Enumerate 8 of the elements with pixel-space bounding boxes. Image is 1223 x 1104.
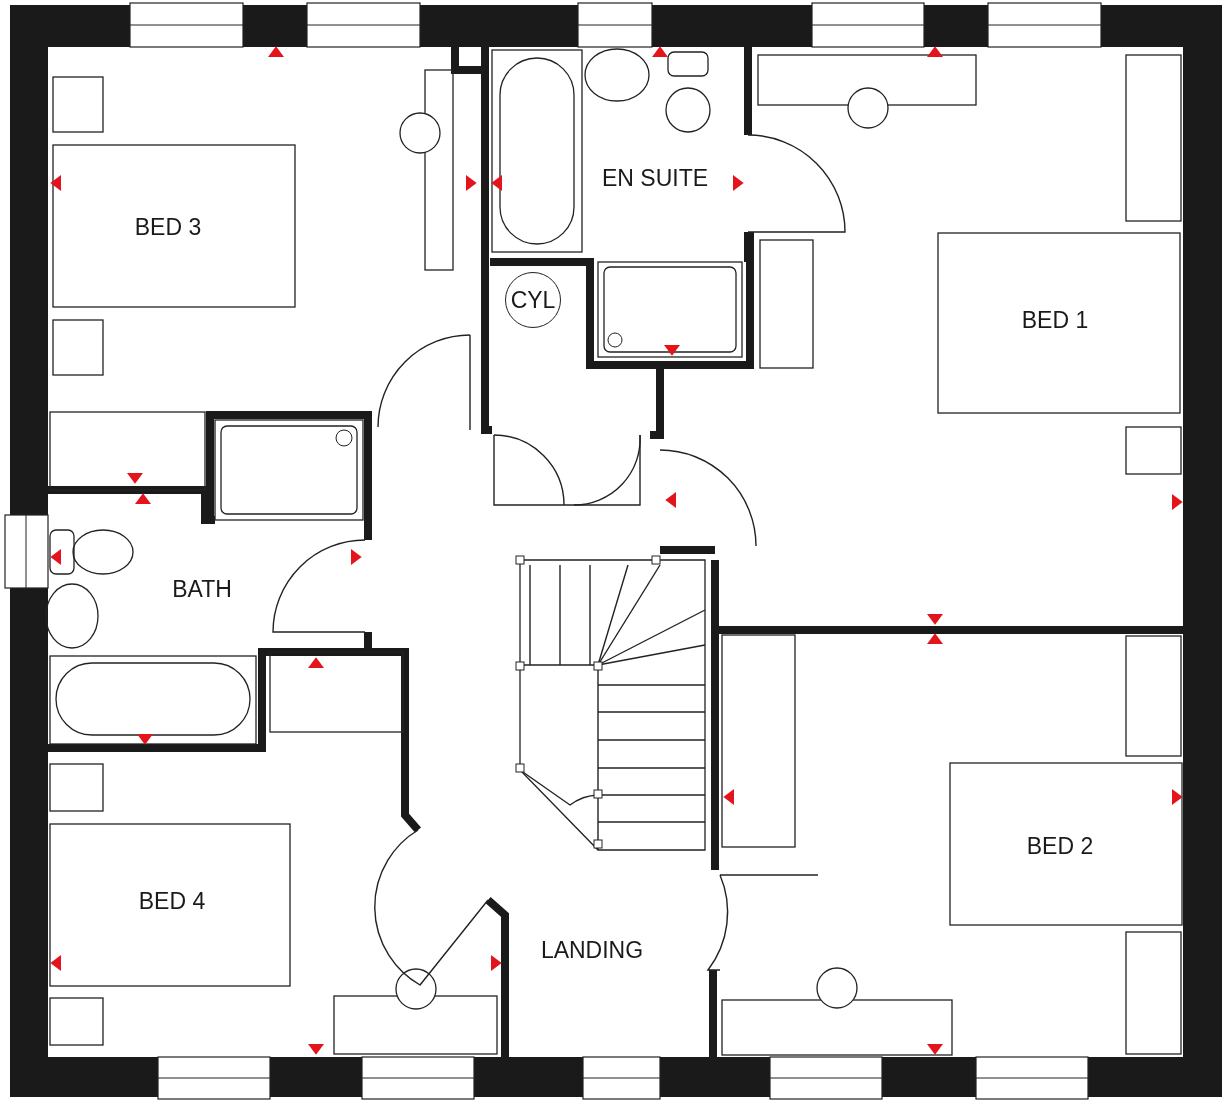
room-label: BED 1: [1021, 308, 1089, 332]
room-label: BED 3: [134, 215, 202, 239]
room-label: BED 4: [138, 889, 206, 913]
cylinder-circle: CYL: [505, 272, 561, 328]
room-label: EN SUITE: [601, 166, 709, 190]
room-label: BED 2: [1026, 834, 1094, 858]
room-label: LANDING: [540, 938, 644, 962]
room-label: BATH: [172, 577, 232, 601]
